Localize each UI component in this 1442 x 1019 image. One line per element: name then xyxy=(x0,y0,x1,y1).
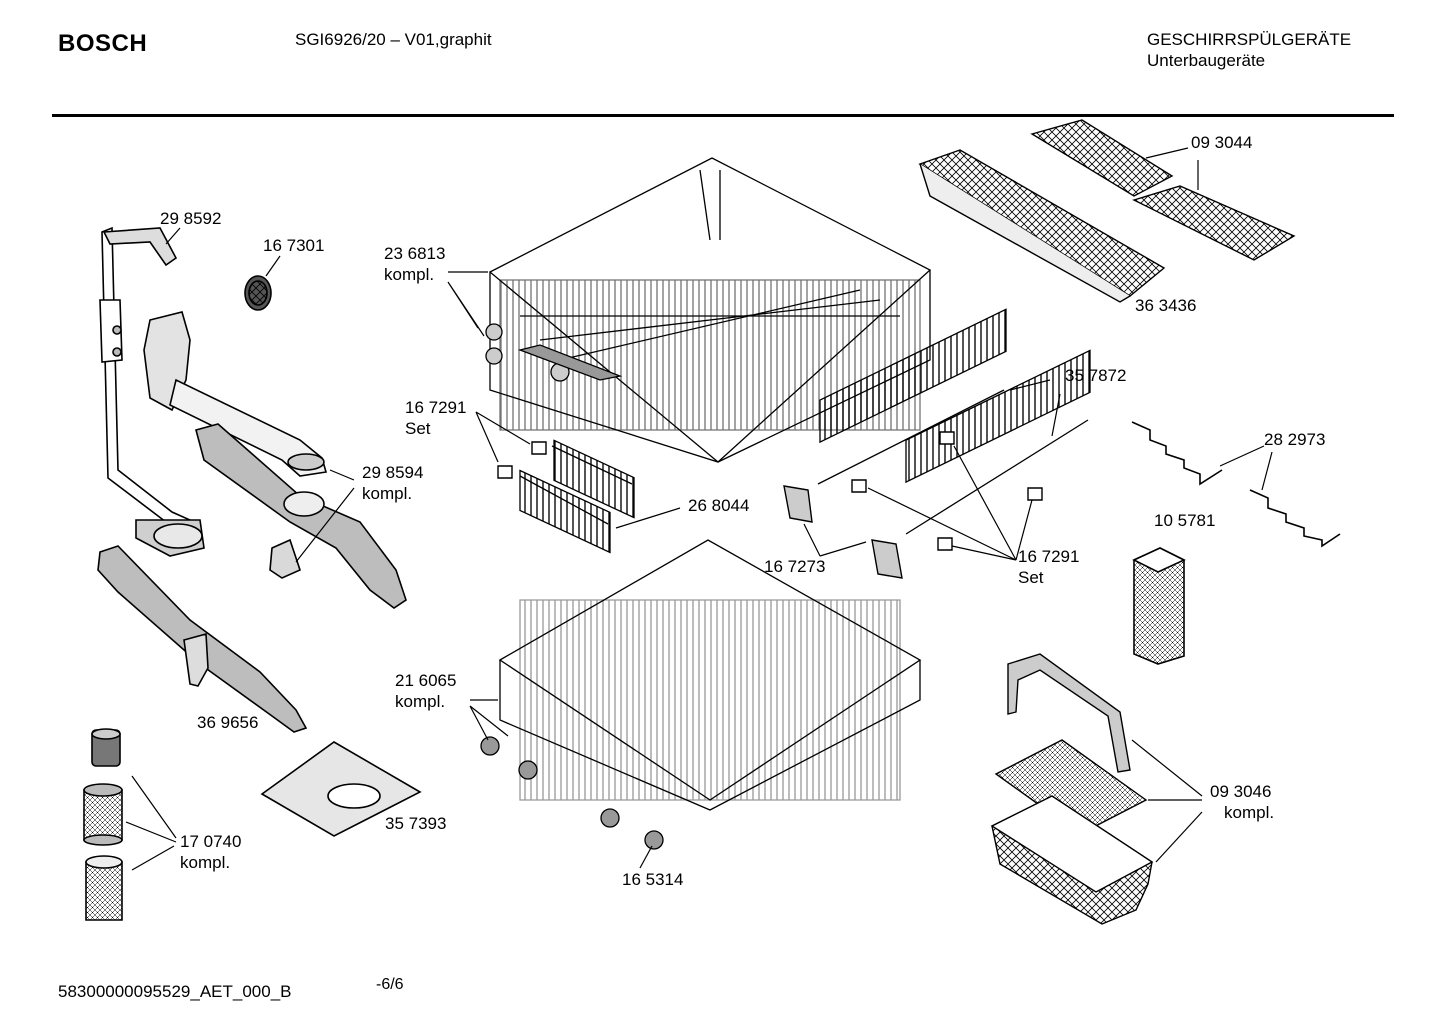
part-label-28-2973: 28 2973 xyxy=(1264,430,1326,449)
cutlery-cup-drawing xyxy=(1134,548,1184,664)
part-label-16-5314: 16 5314 xyxy=(622,870,684,889)
nozzle-disc-drawing xyxy=(245,276,271,310)
brand-logo: BOSCH xyxy=(58,30,148,57)
part-label-09-3044: 09 3044 xyxy=(1191,133,1253,152)
clip-parts-drawing xyxy=(498,432,1042,578)
cutlery-basket-drawing xyxy=(992,654,1152,924)
part-label-10-5781: 10 5781 xyxy=(1154,511,1216,530)
spray-arm-holder-drawing xyxy=(144,312,326,476)
leader-lines xyxy=(126,148,1272,870)
filter-plate-drawing xyxy=(262,742,420,836)
stair-rack-drawing xyxy=(1132,422,1340,546)
lower-basket-drawing xyxy=(481,540,920,849)
lower-spray-arm-drawing xyxy=(98,546,306,732)
part-label-16-7273: 16 7273 xyxy=(764,557,826,576)
upper-spray-arm-drawing xyxy=(196,424,406,608)
part-label-35-7393: 35 7393 xyxy=(385,814,447,833)
spray-tube-drawing xyxy=(100,228,204,556)
appliance-category: GESCHIRRSPÜLGERÄTE xyxy=(1147,30,1352,49)
part-label-16-7301: 16 7301 xyxy=(263,236,325,255)
header-divider xyxy=(52,114,1394,117)
part-label-26-8044: 26 8044 xyxy=(688,496,750,515)
tine-row-drawing xyxy=(520,309,1090,552)
cutlery-tray-drawing xyxy=(920,120,1294,302)
page-number: -6/6 xyxy=(376,976,404,993)
model-designation: SGI6926/20 – V01,graphit xyxy=(295,30,492,49)
filter-assembly-drawing xyxy=(84,729,122,920)
part-label-36-3436: 36 3436 xyxy=(1135,296,1197,315)
document-id: 58300000095529_AET_000_B xyxy=(58,982,292,1001)
appliance-subcategory: Unterbaugeräte xyxy=(1147,51,1266,70)
part-label-36-9656: 36 9656 xyxy=(197,713,259,732)
part-label-29-8592: 29 8592 xyxy=(160,209,222,228)
part-label-35-7872: 35 7872 xyxy=(1065,366,1127,385)
